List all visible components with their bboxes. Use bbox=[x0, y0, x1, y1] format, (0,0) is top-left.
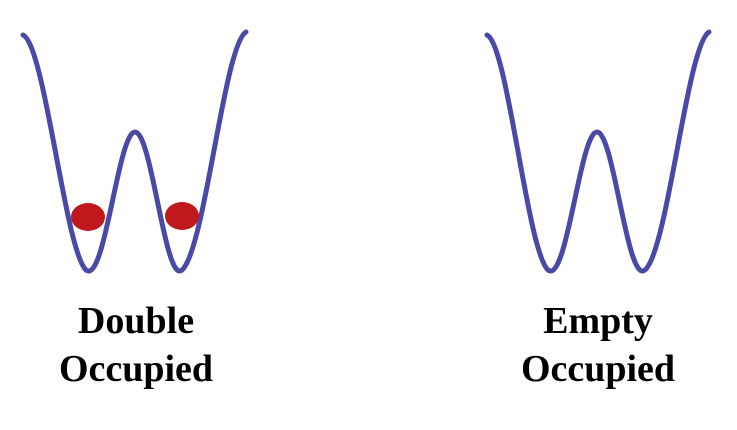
right-double-well-curve bbox=[484, 29, 712, 274]
left-caption-line-1: Double bbox=[77, 300, 195, 342]
right-caption-line-1: Empty bbox=[543, 300, 653, 342]
left-caption-line-2: Occupied bbox=[58, 348, 214, 390]
left-panel-caption: Double Occupied bbox=[16, 297, 256, 393]
particle-left-well-2 bbox=[165, 202, 199, 230]
left-double-well-curve bbox=[20, 29, 249, 274]
right-caption-line-2: Occupied bbox=[520, 348, 676, 390]
right-panel-caption: Empty Occupied bbox=[478, 297, 718, 393]
particle-left-well-1 bbox=[71, 203, 105, 231]
